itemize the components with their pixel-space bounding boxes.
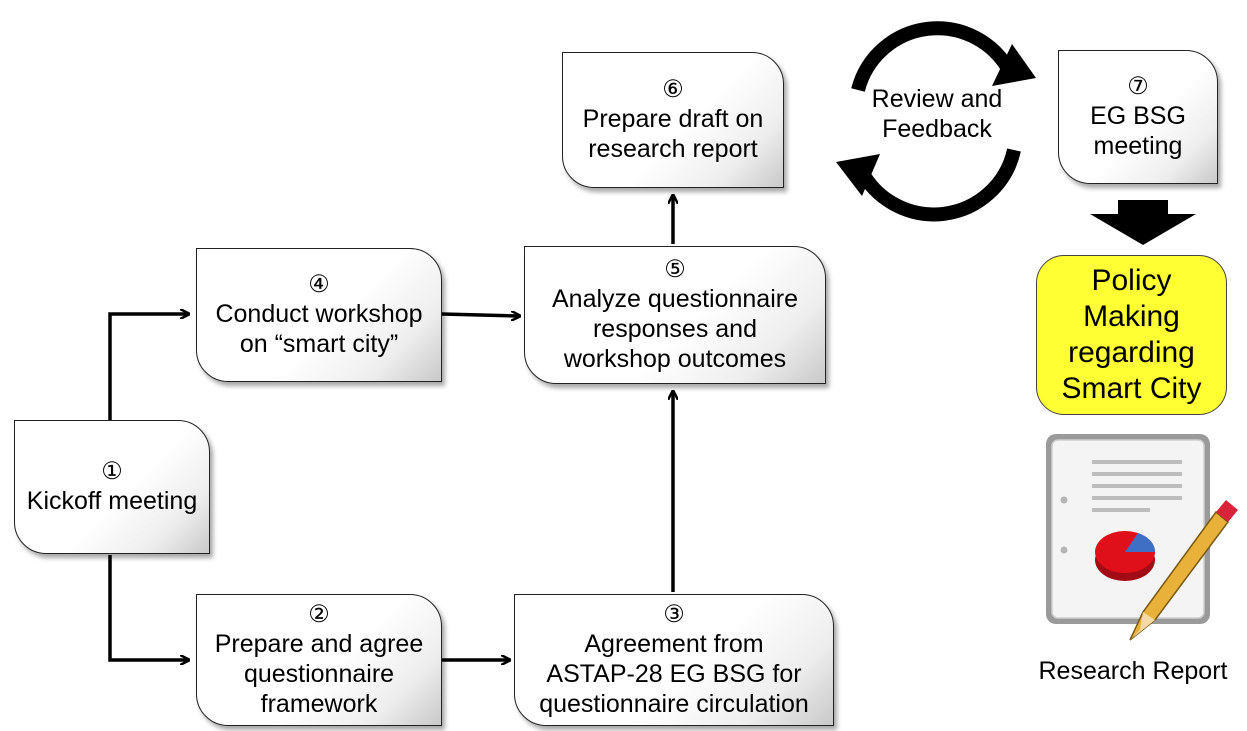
step-number: ② [308,601,330,628]
step-label-line: Kickoff meeting [26,487,198,515]
step-number: ⑥ [662,76,684,103]
step-label-line: framework [260,690,378,718]
step-5-analyze: ⑤ Analyze questionnaire responses and wo… [524,246,826,384]
step-2-prepare-questionnaire: ② Prepare and agree questionnaire framew… [196,594,442,726]
step-7-eg-bsg-meeting: ⑦ EG BSG meeting [1058,50,1218,184]
review-feedback-label: Review and Feedback [862,84,1012,144]
step-1-kickoff-meeting: ① Kickoff meeting [14,420,210,554]
policy-line: Policy [1091,264,1172,297]
policy-line: Smart City [1061,372,1202,405]
step-number: ③ [663,601,685,628]
arrow-workshop-to-analyze [441,314,519,316]
step-label-line: on “smart city” [239,330,399,358]
research-report-icon [1046,434,1238,641]
step-label-line: research report [588,135,758,163]
cycle-label-line: Feedback [882,115,992,143]
step-number: ⑤ [664,256,686,283]
step-number: ① [101,458,123,485]
step-label-line: Conduct workshop [215,300,423,328]
step-label-line: workshop outcomes [563,345,787,373]
cycle-label-line: Review and [871,85,1003,113]
step-label-line: questionnaire [243,660,395,688]
arrow-kickoff-to-workshop [108,314,188,420]
step-label-line: questionnaire circulation [539,690,809,718]
step-number: ⑦ [1127,73,1149,100]
arrow-kickoff-to-questionnaire [108,555,188,660]
step-4-conduct-workshop: ④ Conduct workshop on “smart city” [196,248,442,382]
step-label-line: Agreement from [584,630,764,658]
step-label-line: Prepare draft on [582,105,764,133]
step-label-line: Prepare and agree [214,630,424,658]
step-number: ④ [308,271,330,298]
step-label-line: Analyze questionnaire [552,285,798,313]
research-report-caption: Research Report [1038,657,1228,685]
policy-line: regarding [1068,336,1195,369]
step-label-line: EG BSG [1090,102,1186,130]
step-label-line: responses and [592,315,757,343]
policy-making-box: Policy Making regarding Smart City [1036,255,1227,415]
down-arrow-icon [1090,200,1196,245]
step-3-agreement: ③ Agreement from ASTAP-28 EG BSG for que… [514,594,834,726]
step-label-line: ASTAP-28 EG BSG for [546,660,802,688]
step-label-line: meeting [1093,132,1183,160]
policy-line: Making [1083,300,1180,333]
step-6-prepare-draft: ⑥ Prepare draft on research report [562,52,784,188]
review-cycle-icon [836,21,1036,222]
